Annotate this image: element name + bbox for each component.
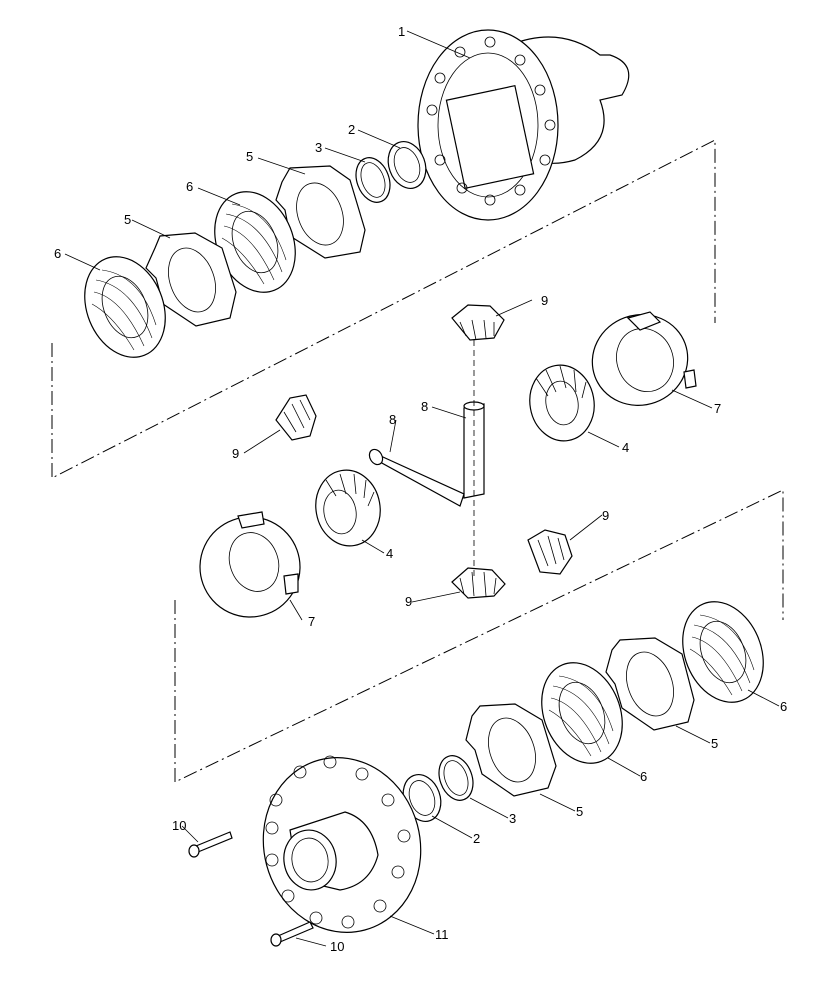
callout-9a: 9: [541, 293, 548, 308]
flange-housing: [262, 755, 422, 933]
friction-disc-lower-1: [682, 601, 764, 703]
callout-1: 1: [398, 24, 405, 39]
pinion-gear-right: [527, 529, 573, 575]
callout-4a: 4: [622, 440, 629, 455]
cross-shaft-vertical: [463, 340, 485, 580]
callout-6b: 6: [54, 246, 61, 261]
callout-5c: 5: [711, 736, 718, 751]
bolt-upper: [188, 831, 233, 858]
side-gear-lower: [315, 469, 381, 547]
callout-6d: 6: [640, 769, 647, 784]
steel-plate-lower-1: [605, 637, 695, 731]
bolt-lower: [270, 921, 314, 947]
callout-2a: 2: [348, 122, 355, 137]
callout-4b: 4: [386, 546, 393, 561]
pinion-gear-bottom: [451, 567, 506, 599]
callout-6c: 6: [780, 699, 787, 714]
callout-5a: 5: [246, 149, 253, 164]
steel-plate-upper-1: [275, 165, 366, 259]
lower-assembly-boundary: [174, 489, 784, 783]
callout-2b: 2: [473, 831, 480, 846]
callout-6a: 6: [186, 179, 193, 194]
callout-8b: 8: [389, 412, 396, 427]
callout-7b: 7: [308, 614, 315, 629]
callout-3a: 3: [315, 140, 322, 155]
differential-housing: [417, 29, 630, 221]
callout-9c: 9: [602, 508, 609, 523]
callout-11: 11: [435, 927, 449, 942]
callout-labels: 1 2 3 5 6 5 6 9 7 8 8 9 4 4 9 7 9 6 5 6 …: [54, 24, 787, 954]
callout-7a: 7: [714, 401, 721, 416]
pressure-ring-lower: [199, 511, 301, 618]
side-gear-upper: [529, 364, 595, 442]
thrust-washer-upper: [387, 141, 427, 189]
friction-disc-upper-2: [84, 256, 166, 358]
callout-10b: 10: [330, 939, 344, 954]
leader-lines: [64, 30, 780, 947]
shim-ring-upper: [355, 157, 391, 203]
callout-5b: 5: [124, 212, 131, 227]
pinion-gear-top: [451, 304, 505, 341]
callout-10a: 10: [172, 818, 186, 833]
callout-3b: 3: [509, 811, 516, 826]
shim-ring-lower: [438, 755, 474, 801]
callout-9b: 9: [232, 446, 239, 461]
pressure-ring-upper: [591, 311, 697, 406]
callout-8a: 8: [421, 399, 428, 414]
pinion-gear-left: [275, 394, 317, 441]
cross-shaft-diagonal: [368, 448, 465, 507]
friction-disc-lower-2: [541, 662, 623, 764]
steel-plate-upper-2: [145, 232, 237, 327]
callout-5d: 5: [576, 804, 583, 819]
callout-9d: 9: [405, 594, 412, 609]
upper-assembly-boundary: [51, 139, 716, 479]
steel-plate-lower-2: [465, 703, 557, 797]
